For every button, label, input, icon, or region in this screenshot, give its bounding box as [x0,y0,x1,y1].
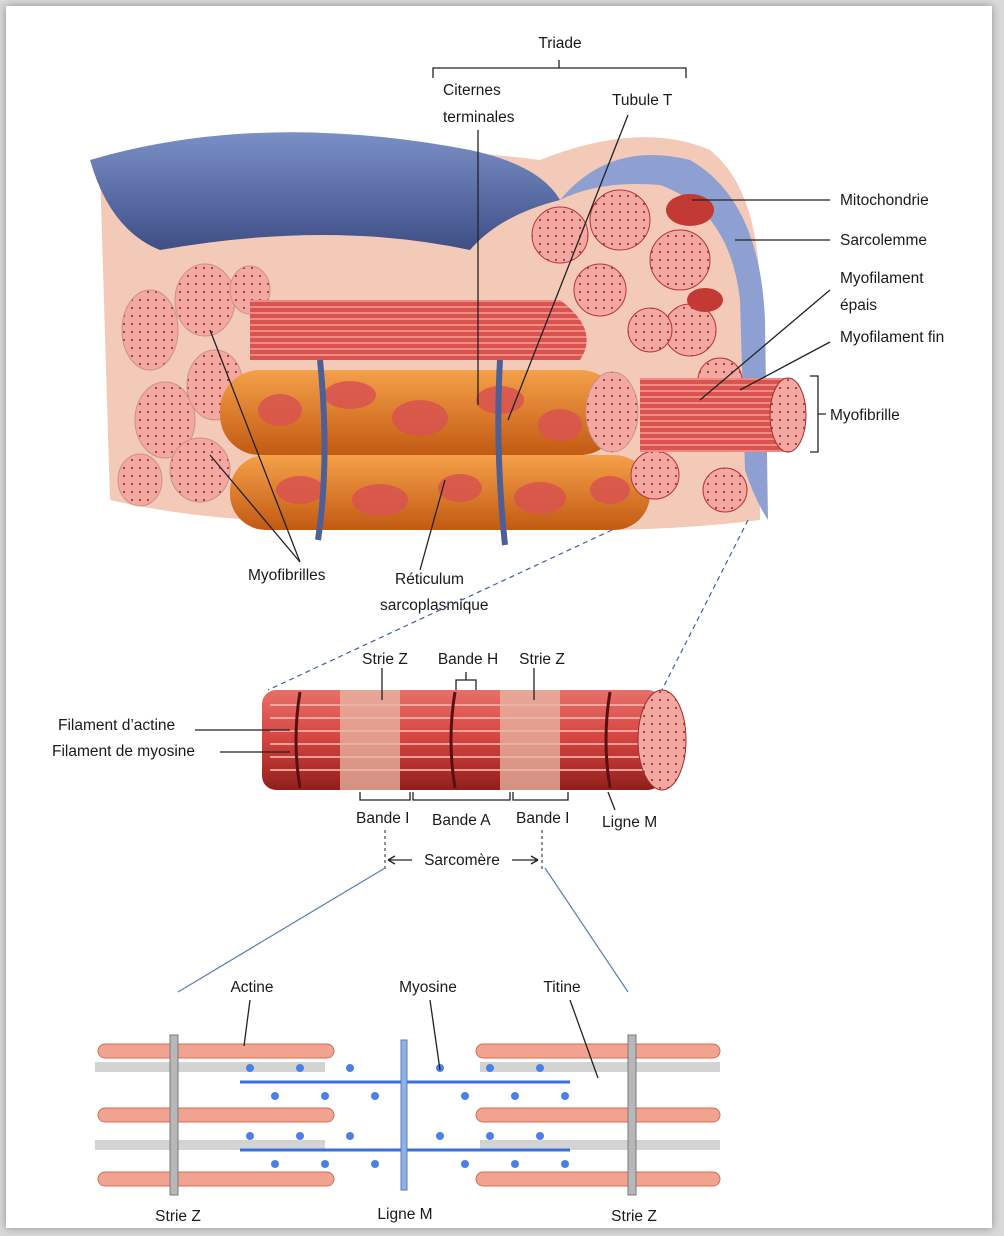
label-filament-actine: Filament d’actine [58,717,175,734]
myofibrille-bracket [810,376,826,452]
label-actine: Actine [230,979,273,996]
label-reticulum-2: sarcoplasmique [380,597,489,614]
label-myofibrilles: Myofibrilles [248,567,326,584]
label-myofilament-fin: Myofilament fin [840,329,944,346]
label-bande-i-left: Bande I [356,810,409,827]
zoom-line-right [662,520,748,690]
muscle-fiber-illustration [90,132,806,545]
label-mitochondrie: Mitochondrie [840,192,929,209]
label-reticulum-1: Réticulum [395,571,464,588]
label-citernes-2: terminales [443,109,515,126]
label-strie-z-bottom-right: Strie Z [611,1208,657,1225]
label-titine: Titine [543,979,580,996]
zoom-line-sarco-left [178,868,385,992]
label-sarcomere: Sarcomère [424,852,500,869]
label-strie-z-left: Strie Z [362,651,408,668]
zoom-line-sarco-right [545,868,628,992]
label-myofilament-epais-2: épais [840,297,877,314]
label-citernes-1: Citernes [443,82,501,99]
protruding-myofibril [640,378,806,452]
label-ligne-m-fibril: Ligne M [602,814,657,831]
label-tubule-t: Tubule T [612,92,673,109]
label-strie-z-bottom-left: Strie Z [155,1208,201,1225]
myofibril-cylinder [262,690,686,790]
triade-bracket [433,60,686,78]
label-myofilament-epais-1: Myofilament [840,270,924,287]
label-myosine: Myosine [399,979,457,996]
label-myofibrille: Myofibrille [830,407,900,424]
label-ligne-m-bottom: Ligne M [377,1206,432,1223]
label-strie-z-right: Strie Z [519,651,565,668]
label-bande-h: Bande H [438,651,498,668]
label-triade: Triade [538,35,581,52]
label-bande-i-right: Bande I [516,810,569,827]
m-line [401,1040,407,1190]
sarcomere-detail [95,1035,720,1195]
label-sarcolemme: Sarcolemme [840,232,927,249]
label-bande-a: Bande A [432,812,491,829]
striated-myofibril [250,300,587,360]
label-filament-myosine: Filament de myosine [52,743,195,760]
